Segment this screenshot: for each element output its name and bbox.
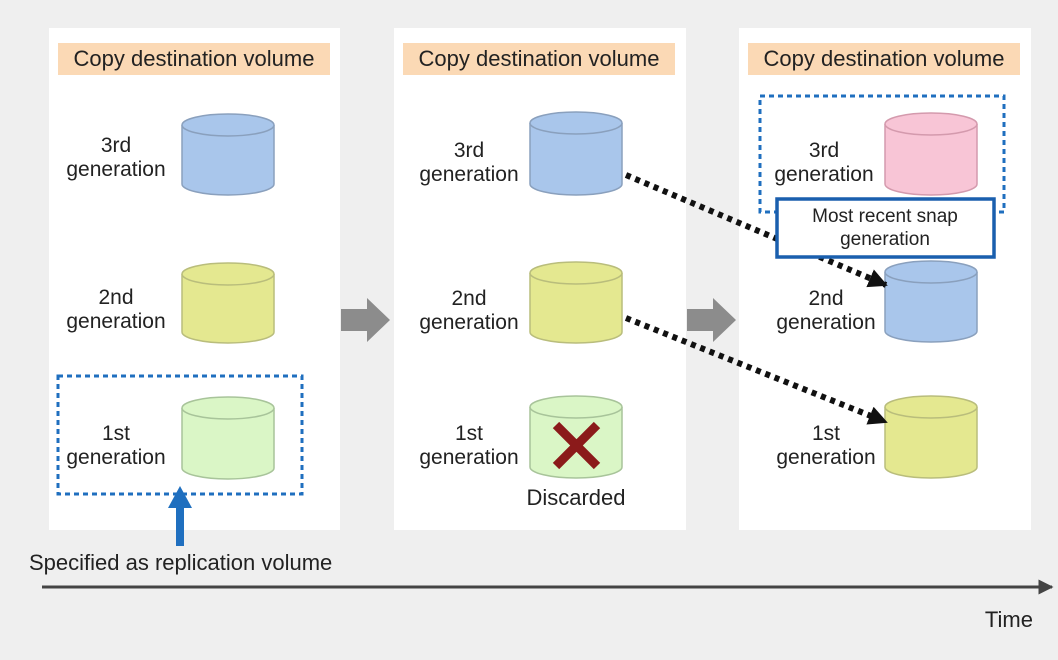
panel-1-header: Copy destination volume [74, 46, 315, 71]
panel-1-gen-2-cylinder-icon [181, 262, 275, 344]
panel-1-gen-3-cylinder-icon [181, 113, 275, 196]
panel-3-gen-1-label-line2: generation [776, 446, 875, 469]
panel-3-gen-1-cylinder-icon [884, 395, 978, 479]
panel-1-header-bg [58, 43, 330, 75]
panel-1-gen-1-label-line1: 1st [102, 422, 130, 445]
shift-arrow-3rd-to-2nd [624, 172, 888, 288]
panel-3-header-bg [748, 43, 1020, 75]
panel-2-gen-1-label-line2: generation [419, 446, 518, 469]
panel-3-gen-2-label-line2: generation [776, 311, 875, 334]
panel-3-gen-1-label-line1: 1st [812, 422, 840, 445]
panel-3-header: Copy destination volume [764, 46, 1005, 71]
callout-line2: generation [840, 229, 930, 250]
panel-2-gen-2-cylinder-icon [529, 261, 623, 344]
panel-2-gen-3-cylinder-icon [529, 111, 623, 196]
time-label: Time [985, 607, 1033, 632]
panel-1-gen-3-label-line1: 3rd [101, 134, 131, 157]
panel-1-gen-3-label-line2: generation [66, 158, 165, 181]
discarded-label: Discarded [526, 485, 625, 510]
panel-1-gen-1-label-line2: generation [66, 446, 165, 469]
shift-arrow-2nd-to-1st [624, 315, 888, 425]
panel-3-gen-2-label-line1: 2nd [808, 287, 843, 310]
panel-3: Copy destination volume 3rd generation 2… [739, 28, 1031, 530]
panel-3-gen-3-label-line2: generation [774, 163, 873, 186]
panel-2-header-bg [403, 43, 675, 75]
panel-1-gen-2-label-line1: 2nd [98, 286, 133, 309]
replication-arrow-icon [168, 486, 192, 546]
flow-arrow-1-icon [341, 298, 390, 342]
replication-volume-label: Specified as replication volume [29, 550, 332, 575]
flow-arrow-2-icon [687, 298, 736, 342]
panel-2-gen-3-label-line2: generation [419, 163, 518, 186]
panel-2-header: Copy destination volume [419, 46, 660, 71]
callout-line1: Most recent snap [812, 206, 958, 227]
panel-3-gen-3-label-line1: 3rd [809, 139, 839, 162]
panel-2-gen-2-label-line2: generation [419, 311, 518, 334]
panel-2: Copy destination volume 3rd generation 2… [394, 28, 686, 530]
panel-2-gen-3-label-line1: 3rd [454, 139, 484, 162]
most-recent-snap-callout: Most recent snap generation [775, 197, 996, 259]
panel-2-gen-1-label-line1: 1st [455, 422, 483, 445]
callout-box [775, 197, 996, 259]
panel-2-gen-2-label-line1: 2nd [451, 287, 486, 310]
panel-1: Copy destination volume 3rd generation 2… [49, 28, 340, 530]
panel-1-gen-2-label-line2: generation [66, 310, 165, 333]
panel-2-gen-1-cylinder-icon [529, 395, 623, 479]
panel-3-gen-2-cylinder-icon [884, 260, 978, 343]
panel-3-gen-3-cylinder-icon [884, 112, 978, 196]
panel-1-gen-1-cylinder-icon [181, 396, 275, 480]
discarded-x-icon [552, 421, 601, 470]
replication-volume-dashed-box [56, 374, 304, 496]
